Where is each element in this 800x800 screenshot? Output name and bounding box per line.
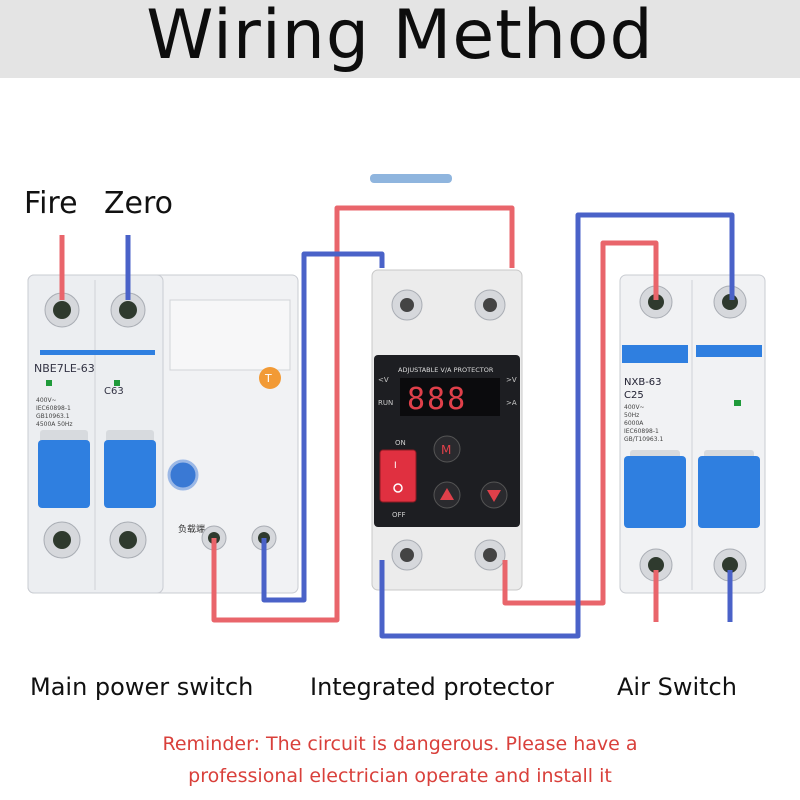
main-spec-4: 4500A 50Hz [36,421,73,428]
power-rocker-switch [379,449,417,503]
reminder-line-2: professional electrician operate and ins… [188,765,612,787]
air-spec-4: IEC60898-1 [624,428,659,435]
page-title: Wiring Method [146,0,654,75]
air-spec-5: GB/T10963.1 [624,436,663,443]
title-band [0,0,800,78]
reset-button [167,459,199,491]
main-load-mark: 负载端 [178,523,205,535]
indicator-lv: <V [378,376,389,384]
air-spec-2: 50Hz [624,412,639,419]
zero-wire-protector-to-air [379,212,735,639]
m-button [433,435,461,463]
air-switch-label: Air Switch [617,673,737,701]
air-spec-1: 400V~ [624,404,645,411]
protector-header: ADJUSTABLE V/A PROTECTOR [398,366,494,374]
zero-wire-main-to-protector [261,251,385,603]
indicator-a: >A [506,399,517,407]
main-power-switch-label: Main power switch [30,673,254,701]
decor-bar [370,174,452,183]
main-spec-1: 400V~ [36,397,57,404]
air-spec-3: 6000A [624,420,644,427]
main-lever-left [38,440,90,508]
main-power-switch: NBE7LE-63 C63 400V~ IEC60898-1 GB10963.1… [27,274,299,594]
indicator-v: >V [506,376,517,384]
air-lever-left [624,456,686,528]
protector-off-label: OFF [392,511,406,519]
fire-wire-protector-to-air [502,240,659,606]
main-model: NBE7LE-63 [34,362,95,375]
air-rating: C25 [624,390,644,401]
fire-wires [59,205,659,623]
fire-label: Fire [24,186,78,221]
integrated-protector-label: Integrated protector [310,673,554,701]
reminder-line-1: Reminder: The circuit is dangerous. Plea… [162,733,638,755]
main-lever-right [104,440,156,508]
air-lever-right [698,456,760,528]
main-rating: C63 [104,386,124,397]
test-button [259,367,281,389]
protector-display: 888 [407,382,467,417]
integrated-protector: ADJUSTABLE V/A PROTECTOR <V >V RUN >A 88… [371,269,523,591]
air-model: NXB-63 [624,377,662,388]
svg-text:I: I [394,461,397,471]
indicator-run: RUN [378,399,393,407]
main-spec-2: IEC60898-1 [36,405,71,412]
zero-label: Zero [104,186,174,221]
svg-text:M: M [441,443,451,457]
reminder-text: Reminder: The circuit is dangerous. Plea… [60,728,740,792]
air-switch: NXB-63 C25 400V~ 50Hz 6000A IEC60898-1 G… [619,274,766,594]
svg-text:T: T [264,372,272,385]
fire-wire-main-to-protector [211,205,515,623]
main-spec-3: GB10963.1 [36,413,70,420]
zero-wires [125,212,735,639]
protector-on-label: ON [395,439,406,447]
